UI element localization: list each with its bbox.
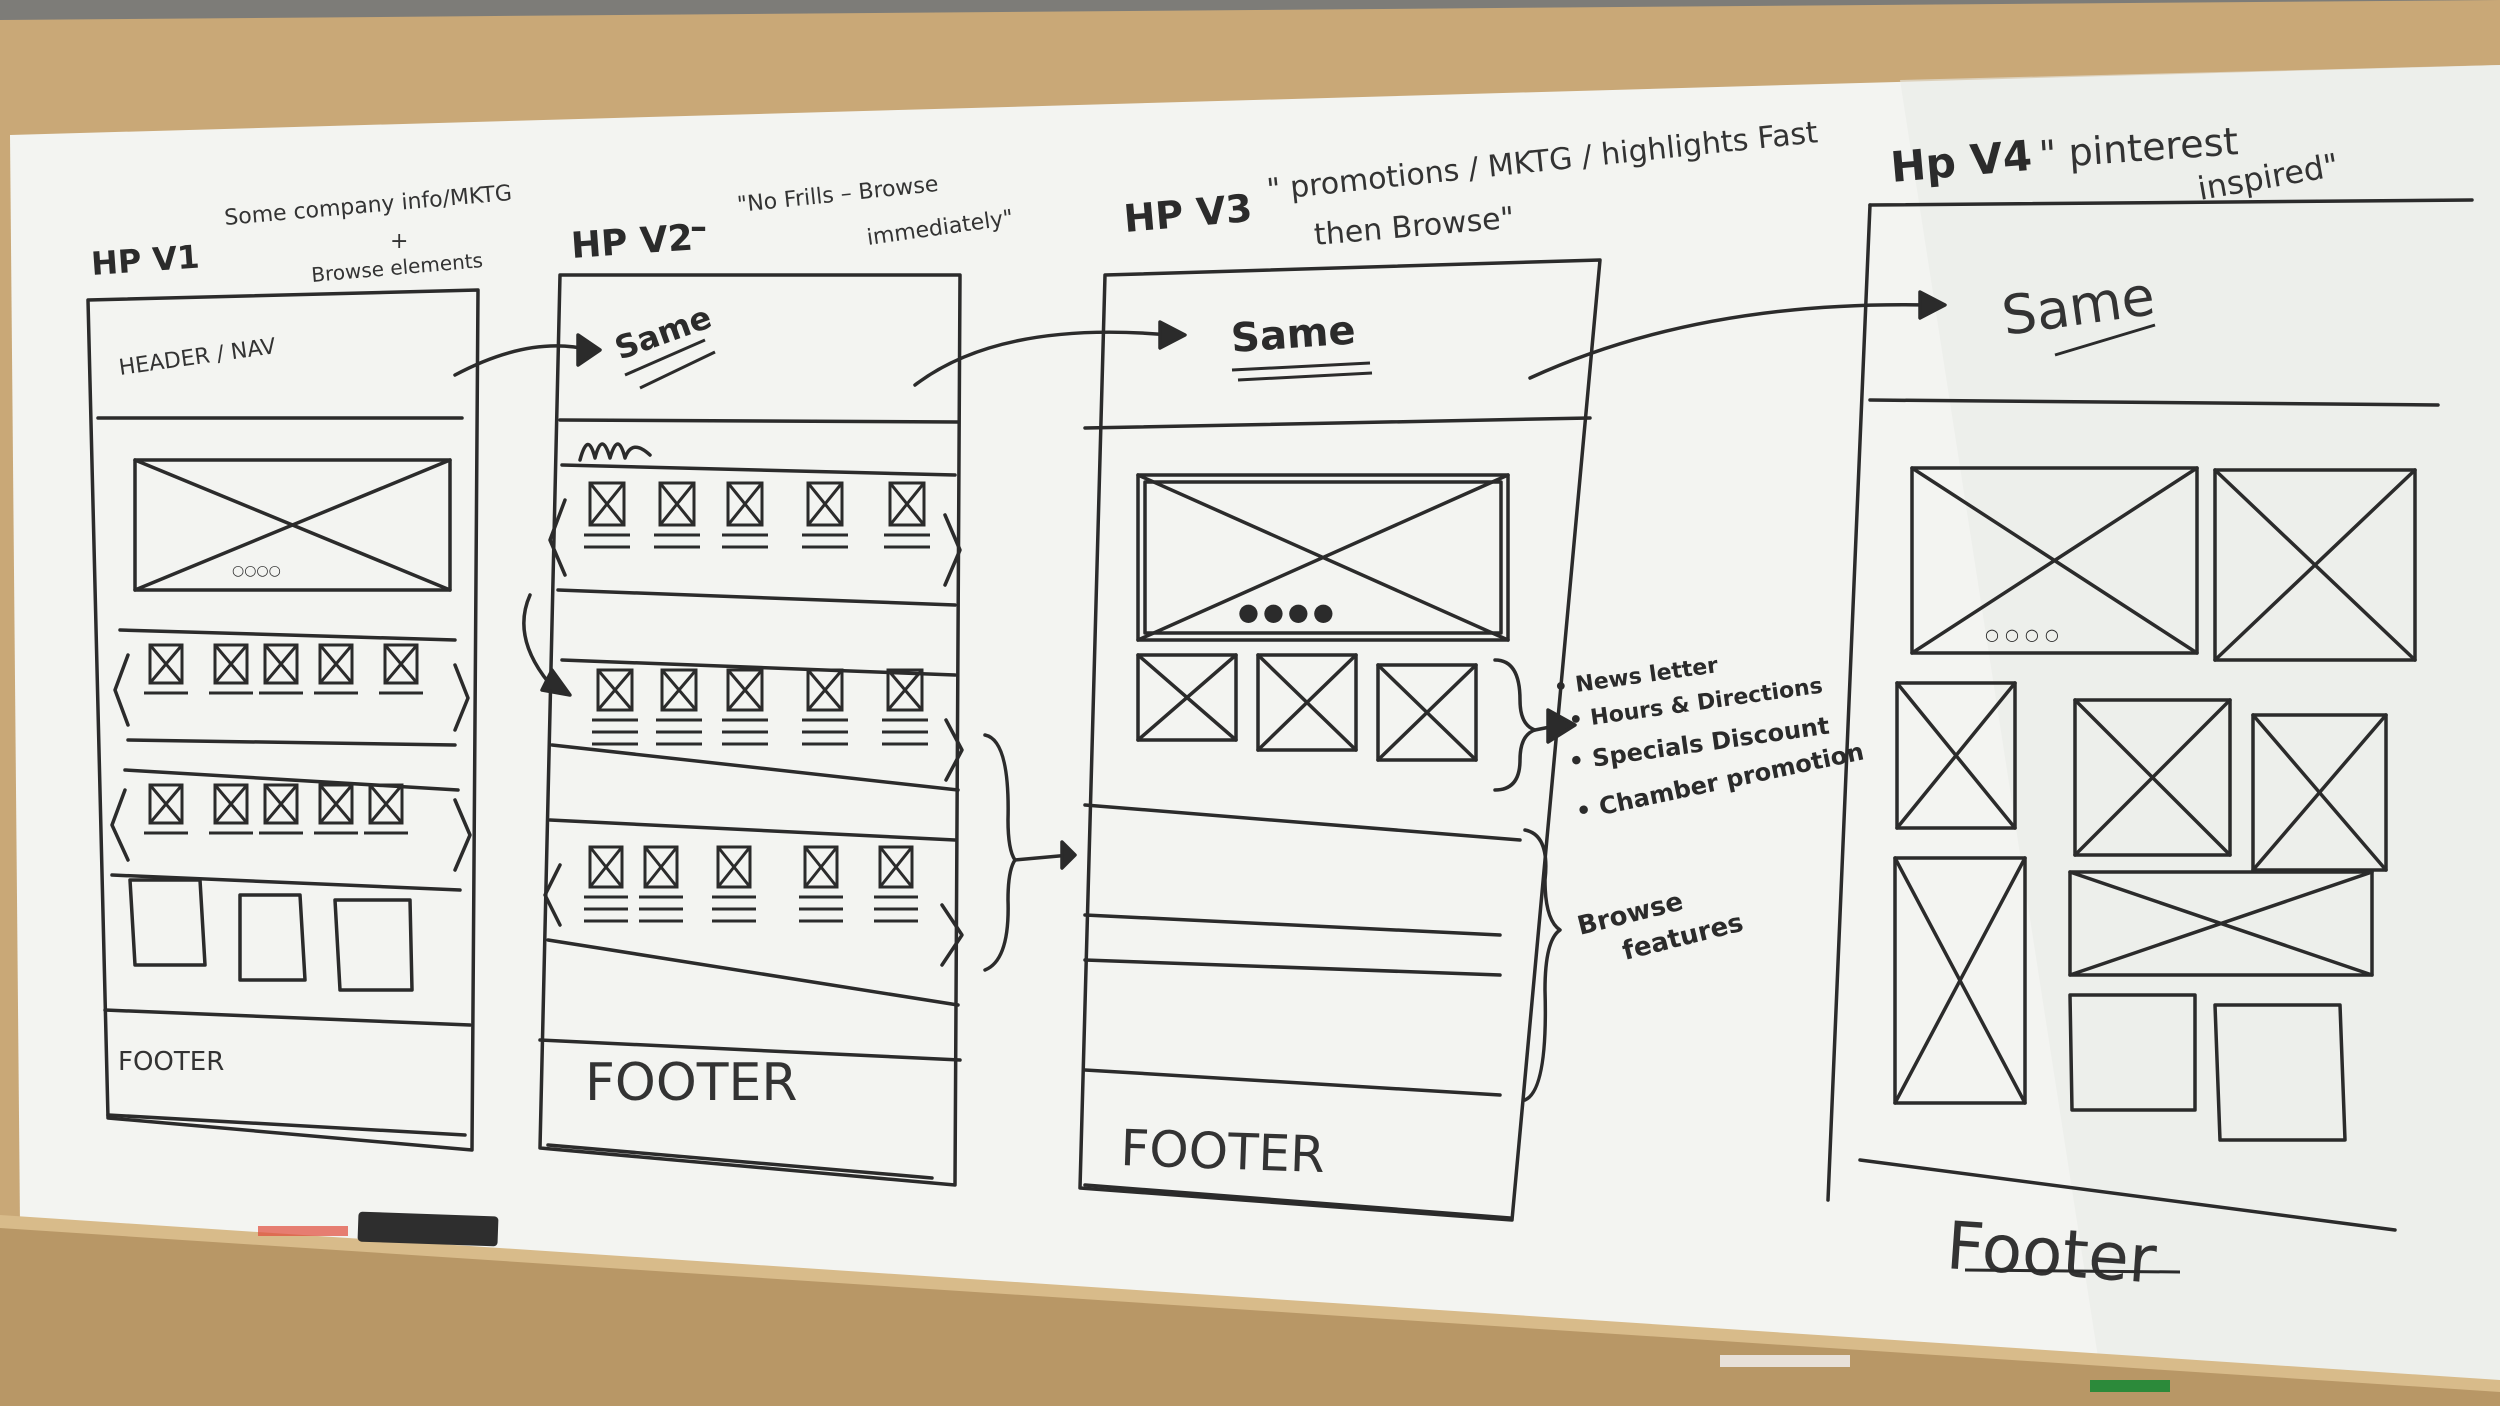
v1-title: HP V1	[90, 238, 201, 283]
product-thumbnail	[726, 668, 764, 712]
thumbnail-mark	[726, 669, 764, 711]
green-marker	[2090, 1380, 2170, 1392]
product-thumbnail	[368, 783, 404, 825]
thumbnail-mark	[803, 846, 839, 888]
thumbnail-mark	[658, 482, 696, 526]
marker	[1720, 1355, 1850, 1367]
product-thumbnail	[643, 845, 679, 889]
v3-carousel-dots: ●●●●	[1238, 598, 1338, 626]
thumbnail-mark	[596, 669, 634, 711]
thumbnail-mark	[383, 644, 419, 684]
product-thumbnail	[658, 481, 696, 527]
thumbnail-mark	[263, 644, 299, 684]
product-thumbnail	[878, 845, 914, 889]
product-thumbnail	[660, 668, 698, 712]
red-marker	[258, 1226, 348, 1236]
sketch-hp-v3	[1078, 258, 1602, 1222]
v4-footer-label: Footer	[1944, 1207, 2160, 1299]
thumbnail-mark	[213, 644, 249, 684]
v2-footer-label: FOOTER	[585, 1053, 798, 1113]
product-thumbnail	[596, 668, 634, 712]
product-thumbnail	[886, 668, 924, 712]
product-thumbnail	[318, 643, 354, 685]
thumbnail-mark	[148, 784, 184, 824]
v4-carousel-dots: ○○○○	[1985, 625, 2065, 644]
thumbnail-mark	[148, 644, 184, 684]
thumbnail-mark	[643, 846, 679, 888]
thumbnail-mark	[213, 784, 249, 824]
product-thumbnail	[383, 643, 419, 685]
product-thumbnail	[148, 783, 184, 825]
product-thumbnail	[888, 481, 926, 527]
thumbnail-mark	[806, 482, 844, 526]
thumbnail-mark	[588, 846, 624, 888]
sketch-hp-v4	[1528, 198, 2474, 1232]
arrow-v2-v3	[913, 330, 1172, 387]
product-thumbnail	[588, 845, 624, 889]
thumbnail-mark	[660, 669, 698, 711]
product-thumbnail	[726, 481, 764, 527]
thumbnail-mark	[716, 846, 752, 888]
whiteboard-surface	[10, 65, 2500, 1395]
v2-dash: –	[690, 207, 707, 247]
thumbnail-mark	[588, 482, 626, 526]
eraser	[357, 1211, 499, 1247]
thumbnail-mark	[263, 784, 299, 824]
product-thumbnail	[263, 643, 299, 685]
product-thumbnail	[806, 668, 844, 712]
product-thumbnail	[213, 783, 249, 825]
v3-footer-label: FOOTER	[1120, 1119, 1326, 1184]
product-thumbnail	[716, 845, 752, 889]
thumbnail-mark	[888, 482, 926, 526]
product-thumbnail	[213, 643, 249, 685]
v2-title: HP V2	[570, 218, 695, 267]
product-thumbnail	[803, 845, 839, 889]
product-thumbnail	[148, 643, 184, 685]
product-thumbnails	[144, 481, 930, 923]
sketch-hp-v2	[538, 273, 1077, 1187]
thumbnail-mark	[318, 784, 354, 824]
underlines	[624, 323, 2181, 1274]
v1-carousel-dots: ○○○○	[232, 563, 281, 579]
product-thumbnail	[806, 481, 844, 527]
product-thumbnail	[588, 481, 626, 527]
thumbnail-mark	[368, 784, 404, 824]
product-thumbnail	[263, 783, 299, 825]
v1-footer-label: FOOTER	[118, 1047, 224, 1077]
thumbnail-mark	[886, 669, 924, 711]
product-thumbnail	[318, 783, 354, 825]
thumbnail-mark	[318, 644, 354, 684]
thumbnail-mark	[726, 482, 764, 526]
v1-note-plus: +	[390, 229, 408, 254]
v3-header-label: Same	[1229, 307, 1357, 362]
thumbnail-mark	[806, 669, 844, 711]
thumbnail-mark	[878, 846, 914, 888]
